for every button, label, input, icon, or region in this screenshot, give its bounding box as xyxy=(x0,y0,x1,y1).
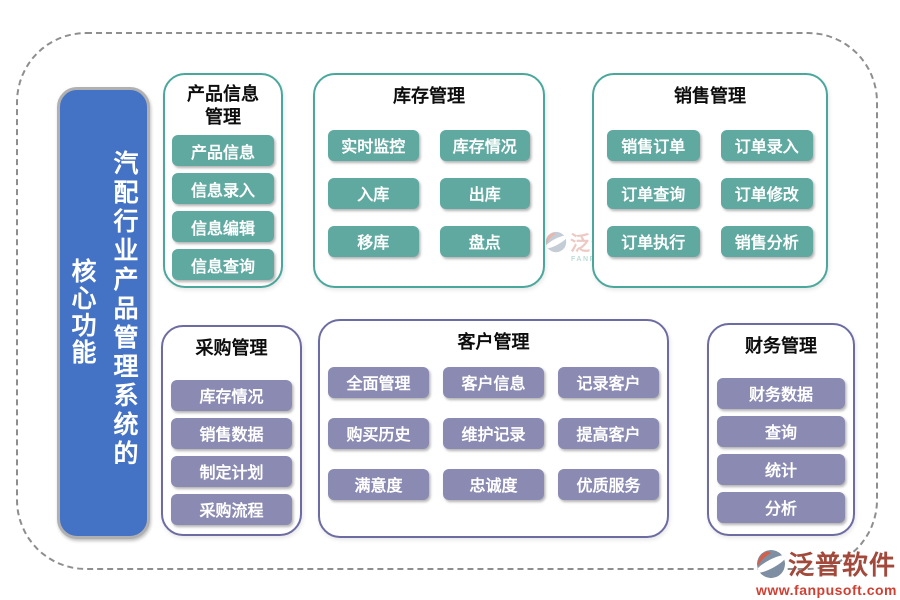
purchase-history-button[interactable]: 购买历史 xyxy=(328,417,429,449)
sales-data-button[interactable]: 销售数据 xyxy=(171,417,292,449)
full-management-button[interactable]: 全面管理 xyxy=(328,366,429,398)
order-execute-button[interactable]: 订单执行 xyxy=(607,225,700,257)
info-query-button[interactable]: 信息查询 xyxy=(172,249,274,280)
panel-finance-buttons: 财务数据 查询 统计 分析 xyxy=(709,377,853,523)
outbound-button[interactable]: 出库 xyxy=(439,177,530,209)
panel-product-info: 产品信息管理 产品信息 信息录入 信息编辑 信息查询 xyxy=(163,73,283,288)
order-modify-button[interactable]: 订单修改 xyxy=(720,177,813,209)
panel-inventory-buttons: 实时监控 库存情况 入库 出库 移库 盘点 xyxy=(315,129,543,257)
dashed-border-frame xyxy=(16,32,878,570)
panel-inventory: 库存管理 实时监控 库存情况 入库 出库 移库 盘点 xyxy=(313,73,545,288)
footer-brand-logo: 泛普软件 www.fanpusoft.com xyxy=(756,545,897,598)
panel-customer: 客户管理 全面管理 客户信息 记录客户 购买历史 维护记录 提高客户 满意度 忠… xyxy=(318,319,669,538)
purchase-process-button[interactable]: 采购流程 xyxy=(171,493,292,525)
analysis-button[interactable]: 分析 xyxy=(717,491,845,523)
inbound-button[interactable]: 入库 xyxy=(328,177,419,209)
panel-customer-buttons: 全面管理 客户信息 记录客户 购买历史 维护记录 提高客户 满意度 忠诚度 优质… xyxy=(320,366,667,500)
panel-purchase-title: 采购管理 xyxy=(195,338,268,358)
loyalty-button[interactable]: 忠诚度 xyxy=(443,468,544,500)
panel-product-info-buttons: 产品信息 信息录入 信息编辑 信息查询 xyxy=(165,135,281,280)
finance-data-button[interactable]: 财务数据 xyxy=(717,377,845,409)
improve-customer-button[interactable]: 提高客户 xyxy=(558,417,659,449)
banner-sub-text: 核心功能 xyxy=(68,258,96,366)
info-edit-button[interactable]: 信息编辑 xyxy=(172,211,274,242)
footer-brand-name: 泛普软件 xyxy=(788,550,897,580)
panel-finance: 财务管理 财务数据 查询 统计 分析 xyxy=(707,323,855,536)
panel-inventory-title: 库存管理 xyxy=(393,86,465,106)
stock-status-button[interactable]: 库存情况 xyxy=(439,129,530,161)
panel-purchase-buttons: 库存情况 销售数据 制定计划 采购流程 xyxy=(163,379,300,525)
order-query-button[interactable]: 订单查询 xyxy=(607,177,700,209)
info-entry-button[interactable]: 信息录入 xyxy=(172,173,274,204)
purchase-stock-status-button[interactable]: 库存情况 xyxy=(171,379,292,411)
realtime-monitor-button[interactable]: 实时监控 xyxy=(328,129,419,161)
maintenance-record-button[interactable]: 维护记录 xyxy=(443,417,544,449)
panel-product-info-title: 产品信息管理 xyxy=(187,84,259,127)
product-info-button[interactable]: 产品信息 xyxy=(172,135,274,166)
sales-analysis-button[interactable]: 销售分析 xyxy=(720,225,813,257)
order-entry-button[interactable]: 订单录入 xyxy=(720,129,813,161)
footer-url-link[interactable]: www.fanpusoft.com xyxy=(756,582,897,598)
customer-info-button[interactable]: 客户信息 xyxy=(443,366,544,398)
transfer-button[interactable]: 移库 xyxy=(328,225,419,257)
fanpu-swoosh-logo-icon xyxy=(756,549,786,578)
panel-sales-title: 销售管理 xyxy=(674,86,746,106)
panel-purchase: 采购管理 库存情况 销售数据 制定计划 采购流程 xyxy=(161,325,302,536)
finance-query-button[interactable]: 查询 xyxy=(717,415,845,447)
panel-sales-buttons: 销售订单 订单录入 订单查询 订单修改 订单执行 销售分析 xyxy=(594,129,826,257)
watermark-logo-icon xyxy=(545,231,567,252)
title-banner: 汽配行业产品管理系统的 核心功能 xyxy=(57,87,150,539)
panel-finance-title: 财务管理 xyxy=(745,336,817,356)
satisfaction-button[interactable]: 满意度 xyxy=(328,468,429,500)
stocktake-button[interactable]: 盘点 xyxy=(439,225,530,257)
banner-main-text: 汽配行业产品管理系统的 xyxy=(110,150,138,469)
record-customer-button[interactable]: 记录客户 xyxy=(558,366,659,398)
panel-sales: 销售管理 销售订单 订单录入 订单查询 订单修改 订单执行 销售分析 xyxy=(592,73,828,288)
quality-service-button[interactable]: 优质服务 xyxy=(558,468,659,500)
sales-order-button[interactable]: 销售订单 xyxy=(607,129,700,161)
panel-customer-title: 客户管理 xyxy=(457,332,530,352)
statistics-button[interactable]: 统计 xyxy=(717,453,845,485)
plan-making-button[interactable]: 制定计划 xyxy=(171,455,292,487)
